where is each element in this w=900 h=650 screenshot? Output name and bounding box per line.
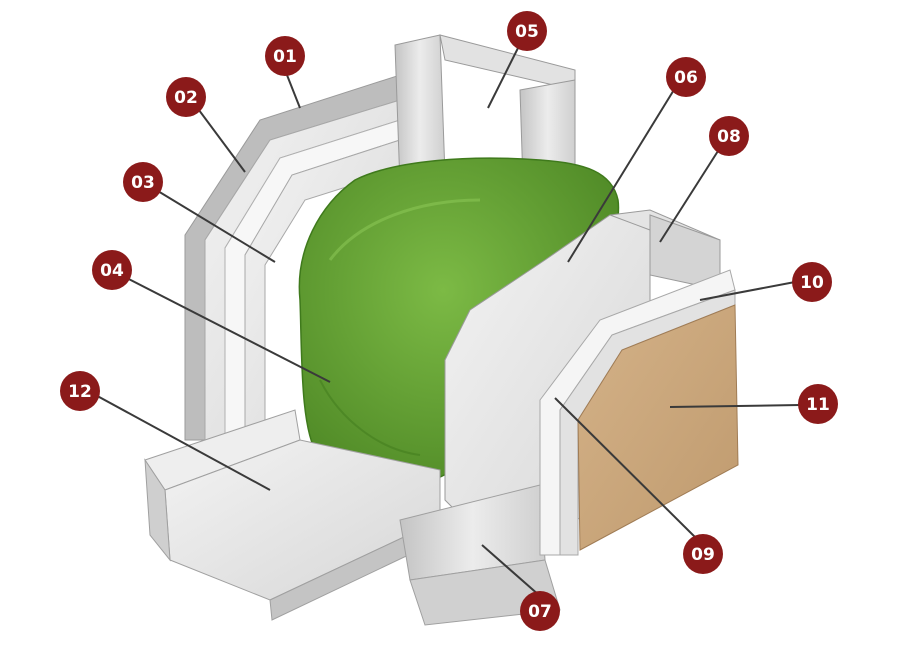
callout-02: 02	[166, 77, 206, 117]
callout-12: 12	[60, 371, 100, 411]
callout-label: 05	[515, 22, 539, 42]
callout-label: 09	[691, 545, 715, 565]
callout-09: 09	[683, 534, 723, 574]
callout-circle	[709, 116, 749, 156]
callout-03: 03	[123, 162, 163, 202]
callout-circle	[520, 591, 560, 631]
callout-circle	[666, 57, 706, 97]
callout-label: 06	[674, 68, 698, 88]
callout-circle	[507, 11, 547, 51]
callout-label: 02	[174, 88, 198, 108]
callout-circle	[60, 371, 100, 411]
callout-circle	[92, 250, 132, 290]
callout-label: 01	[273, 47, 297, 67]
callout-badges: 01 02 03 04 05 06 07 08 09 10 11 12	[60, 11, 838, 631]
callout-label: 10	[800, 273, 824, 293]
callout-06: 06	[666, 57, 706, 97]
callout-label: 07	[528, 602, 552, 622]
leader-lines	[89, 43, 801, 597]
callout-01: 01	[265, 36, 305, 76]
callout-circle	[683, 534, 723, 574]
callout-11: 11	[798, 384, 838, 424]
callout-label: 04	[100, 261, 124, 281]
callout-label: 08	[717, 127, 741, 147]
callout-07: 07	[520, 591, 560, 631]
callout-circle	[792, 262, 832, 302]
callout-label: 12	[68, 382, 92, 402]
finish-layer	[577, 304, 739, 551]
callout-circle	[265, 36, 305, 76]
callout-04: 04	[92, 250, 132, 290]
callout-circle	[123, 162, 163, 202]
callout-05: 05	[507, 11, 547, 51]
callout-label: 03	[131, 173, 155, 193]
callout-label: 11	[806, 395, 830, 415]
bottom-track	[144, 409, 441, 621]
callout-10: 10	[792, 262, 832, 302]
callout-circle	[798, 384, 838, 424]
callout-circle	[166, 77, 206, 117]
callout-08: 08	[709, 116, 749, 156]
